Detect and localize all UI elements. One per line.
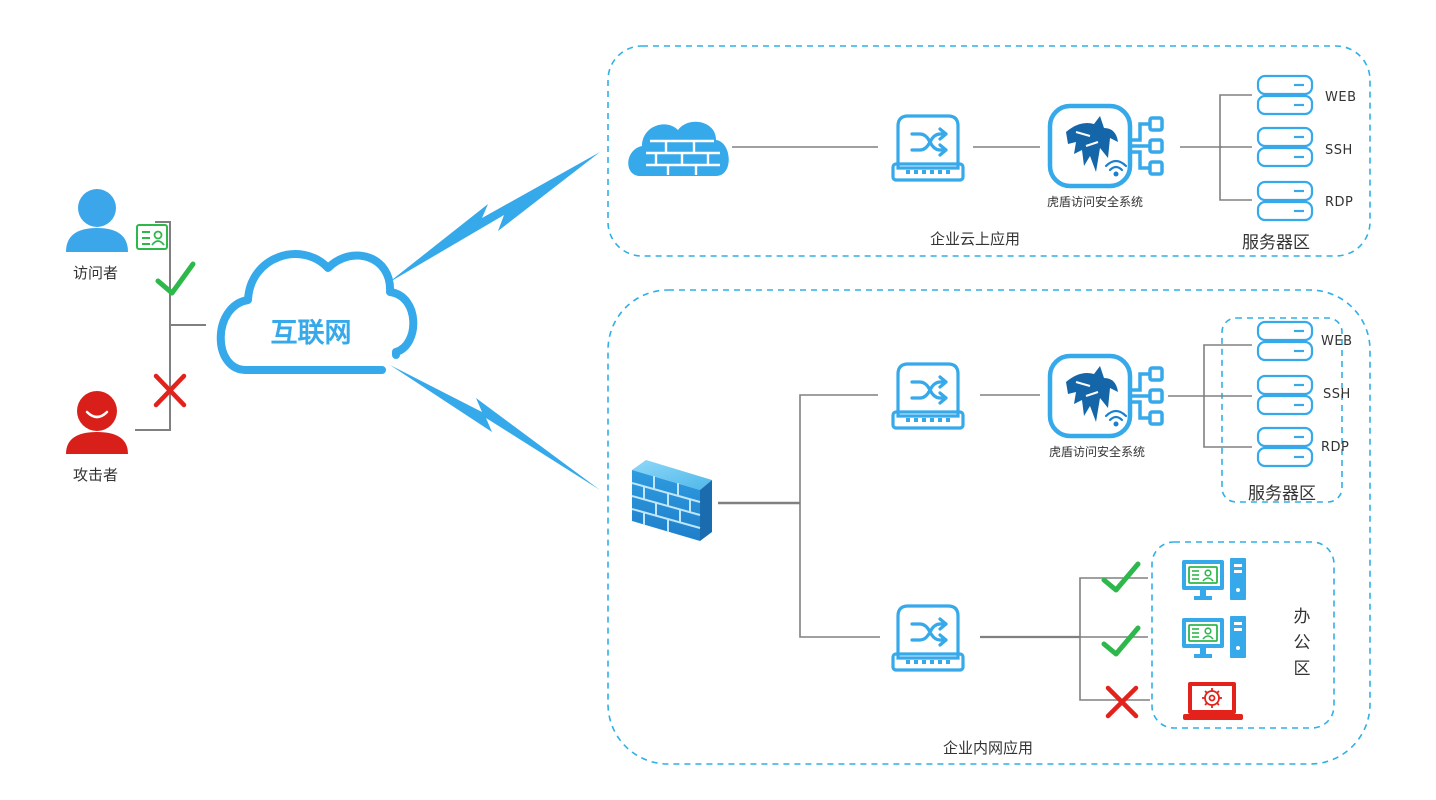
deny-x-icon-office xyxy=(1105,685,1139,719)
office-zone-label: 办公区 xyxy=(1293,607,1311,679)
switch-icon-intranet-lower xyxy=(891,604,965,672)
cloud-zone-label: 企业云上应用 xyxy=(930,230,1021,248)
security-system-label-cloud: 虎盾访问安全系统 xyxy=(1047,195,1144,209)
left-connector-lines xyxy=(135,221,206,431)
server-zone-label-intranet: 服务器区 xyxy=(1248,484,1316,504)
server-icon-cloud-web xyxy=(1256,74,1314,116)
visitor-person-icon xyxy=(66,189,128,252)
server-name-cloud-rdp: RDP xyxy=(1325,195,1354,210)
server-name-cloud-ssh: SSH xyxy=(1325,143,1353,158)
trusted-pc-icon-2 xyxy=(1182,616,1246,658)
server-icon-intranet-web xyxy=(1256,320,1314,362)
tiger-shield-icon-cloud xyxy=(1047,103,1164,189)
internet-cloud-icon xyxy=(216,250,418,374)
server-zone-box-intranet xyxy=(1221,317,1343,503)
brick-firewall-icon xyxy=(631,460,712,541)
cloud-zone-box xyxy=(607,45,1371,257)
server-zone-label-cloud: 服务器区 xyxy=(1242,233,1310,253)
server-name-intranet-ssh: SSH xyxy=(1323,387,1351,402)
server-icon-intranet-ssh xyxy=(1256,374,1314,416)
lightning-bolt-lower xyxy=(390,365,600,490)
allow-check-icon-office-1 xyxy=(1101,561,1141,593)
switch-icon-cloud xyxy=(891,114,965,182)
id-card-icon xyxy=(136,224,168,250)
intranet-zone-lines xyxy=(718,344,1252,701)
cloud-zone-lines xyxy=(732,94,1252,201)
intranet-zone-box xyxy=(607,289,1371,765)
lightning-bolt-upper xyxy=(388,152,600,283)
server-name-intranet-web: WEB xyxy=(1321,334,1353,349)
security-system-label-intranet: 虎盾访问安全系统 xyxy=(1049,445,1146,459)
server-icon-intranet-rdp xyxy=(1256,426,1314,468)
visitor-label: 访问者 xyxy=(73,264,119,282)
switch-icon-intranet-upper xyxy=(891,362,965,430)
deny-x-icon xyxy=(153,373,187,408)
attacker-person-icon xyxy=(66,391,128,454)
attacker-label: 攻击者 xyxy=(73,466,119,484)
intranet-zone-label: 企业内网应用 xyxy=(943,739,1034,757)
server-icon-cloud-rdp xyxy=(1256,180,1314,222)
allow-check-icon xyxy=(155,261,196,296)
cloud-firewall-icon xyxy=(628,121,729,176)
tiger-shield-icon-intranet xyxy=(1047,353,1164,439)
server-name-intranet-rdp: RDP xyxy=(1321,440,1350,455)
trusted-pc-icon-1 xyxy=(1182,558,1246,600)
office-zone-box xyxy=(1151,541,1335,729)
server-icon-cloud-ssh xyxy=(1256,126,1314,168)
internet-label: 互联网 xyxy=(271,318,352,349)
server-name-cloud-web: WEB xyxy=(1325,90,1357,105)
infected-laptop-icon xyxy=(1183,682,1243,720)
allow-check-icon-office-2 xyxy=(1101,625,1141,657)
